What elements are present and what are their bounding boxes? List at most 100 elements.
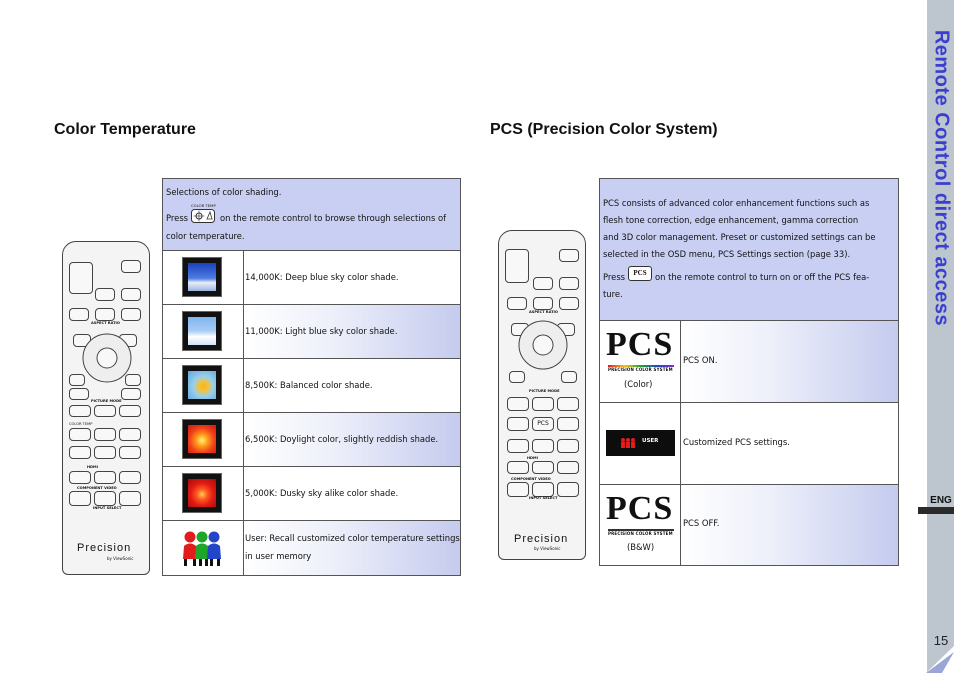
remote-button [95, 288, 115, 301]
pcs-color-logo: PCS [606, 326, 674, 363]
remote-button [69, 262, 93, 294]
pcs-button-icon: PCS [628, 266, 652, 281]
row-label-pcs-off: PCS OFF. [683, 518, 720, 528]
page-number: 15 [933, 633, 949, 648]
remote-button [507, 397, 529, 411]
remote-label-picture-mode: PICTURE MODE [91, 399, 122, 403]
remote-button [509, 371, 525, 383]
dusky-sky-thumbnail [182, 473, 222, 513]
remote-control-right: ASPECT RATIO PICTURE MODE PCS HDMI COMPO… [498, 230, 586, 560]
balanced-sky-thumbnail [182, 365, 222, 405]
remote-button [557, 461, 579, 474]
remote-button [69, 491, 91, 506]
pcs-color-stripe [608, 365, 674, 367]
color-temp-icon-caption: COLOR TEMP [191, 203, 216, 208]
remote-button [69, 374, 85, 386]
table-row-bg [244, 521, 460, 575]
remote-button [559, 277, 579, 290]
side-band [927, 0, 954, 673]
remote-button [532, 397, 554, 411]
remote-brand: Precision [514, 533, 569, 545]
remote-button [561, 371, 577, 383]
pcs-color-logo-sub: PRECISION COLOR SYSTEM [608, 367, 673, 372]
remote-brand-sub: by ViewSonic [107, 556, 134, 561]
remote-label-color-temp: COLOR TEMP [69, 422, 93, 426]
remote-button [69, 388, 89, 400]
remote-button [507, 417, 529, 431]
pcs-intro-line-1: PCS consists of advanced color enhanceme… [603, 198, 870, 208]
user-memory-icon [180, 525, 224, 569]
remote-button [94, 491, 116, 506]
table-divider [680, 321, 681, 565]
table-divider [163, 358, 460, 359]
remote-button [119, 491, 141, 506]
remote-button [557, 482, 579, 497]
remote-pcs-button: PCS [532, 417, 554, 431]
remote-label-hdmi: HDMI [87, 465, 98, 469]
pcs-bw-caption: (B&W) [627, 542, 655, 552]
pcs-intro-line-4: selected in the OSD menu, PCS Settings s… [603, 249, 851, 259]
remote-button [69, 405, 91, 417]
remote-button [507, 297, 527, 310]
pcs-table: PCS PRECISION COLOR SYSTEM (Color) PCS O… [599, 320, 899, 566]
row-label-user-l1: User: Recall customized color temperatur… [245, 533, 460, 543]
pcs-color-caption: (Color) [624, 379, 653, 389]
remote-button [559, 297, 579, 310]
remote-button [121, 260, 141, 273]
pcs-bw-stripe [608, 529, 674, 531]
remote-button [119, 446, 141, 459]
pcs-bw-logo-sub: PRECISION COLOR SYSTEM [608, 531, 673, 536]
remote-button [95, 308, 115, 321]
color-temp-button-icon [191, 209, 215, 223]
table-row-bg [244, 467, 460, 521]
remote-control-left: ASPECT RATIO PICTURE MODE COLOR TEMP HDM… [62, 241, 150, 575]
remote-button [559, 249, 579, 262]
table-divider [243, 251, 244, 575]
remote-button [557, 417, 579, 431]
remote-color-temp-button [69, 428, 91, 441]
remote-label-component-video: COMPONENT VIDEO [511, 477, 551, 481]
remote-button [557, 397, 579, 411]
remote-button [94, 405, 116, 417]
remote-brand: Precision [77, 542, 132, 554]
remote-button [69, 308, 89, 321]
intro-line-2: on the remote control to browse through … [220, 213, 447, 223]
remote-button [119, 428, 141, 441]
remote-button [121, 308, 141, 321]
remote-button [121, 288, 141, 301]
side-title: Remote Control direct access [930, 29, 953, 327]
dpad-icon [518, 320, 568, 370]
row-label-customized: Customized PCS settings. [683, 437, 790, 447]
remote-label-input-select: INPUT SELECT [93, 506, 122, 510]
pcs-intro-box: PCS consists of advanced color enhanceme… [599, 178, 899, 321]
remote-button [94, 446, 116, 459]
daylight-sky-thumbnail [182, 419, 222, 459]
table-row-bg [244, 305, 460, 359]
pcs-intro-line-6: ture. [603, 289, 623, 299]
row-label-11000k: 11,000K: Light blue sky color shade. [245, 326, 398, 336]
remote-button [94, 471, 116, 484]
intro-line-1: Selections of color shading. [166, 187, 282, 197]
pcs-heading: PCS (Precision Color System) [490, 121, 718, 138]
pcs-intro-line-5: on the remote control to turn on or off … [655, 272, 870, 282]
pcs-intro-press: Press [603, 272, 626, 282]
language-tab: ENG [930, 495, 952, 506]
intro-line-3: color temperature. [166, 231, 245, 241]
color-temp-intro-box: Selections of color shading. COLOR TEMP … [162, 178, 461, 251]
page-corner-icon [926, 646, 954, 673]
table-divider [163, 412, 460, 413]
pcs-bw-logo: PCS [606, 490, 674, 527]
remote-label-hdmi: HDMI [527, 456, 538, 460]
row-label-pcs-on: PCS ON. [683, 355, 718, 365]
remote-button [533, 277, 553, 290]
table-divider [600, 402, 898, 403]
intro-press: Press [166, 213, 189, 223]
remote-brand-sub: by ViewSonic [534, 546, 561, 551]
remote-button [532, 461, 554, 474]
pcs-intro-line-2: flesh tone correction, edge enhancement,… [603, 215, 859, 225]
row-label-8500k: 8,500K: Balanced color shade. [245, 380, 373, 390]
table-row-bg [681, 485, 898, 565]
remote-button [532, 439, 554, 453]
remote-button [119, 405, 141, 417]
table-row-bg [244, 359, 460, 413]
